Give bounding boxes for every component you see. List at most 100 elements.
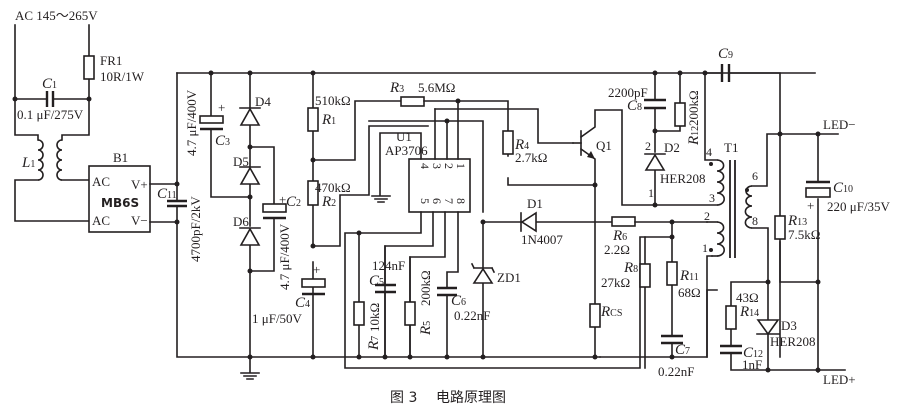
u1-pin3: 3 xyxy=(430,163,444,169)
d2-pin-a: 2 xyxy=(645,139,651,153)
c7-value: 0.22nF xyxy=(658,364,694,379)
snubber-network: 2200pF C8 200kΩ R12 2 D2 HER208 1 xyxy=(608,70,708,208)
r6-ref: R6 xyxy=(612,228,627,244)
led-minus-label: LED− xyxy=(823,117,856,132)
capacitor-c3 xyxy=(199,115,224,124)
c8-value: 2200pF xyxy=(608,85,648,100)
r7-ref: R7 xyxy=(366,336,382,351)
diode-d1: D1 1N4007 xyxy=(482,196,613,247)
u1-pin8: 8 xyxy=(454,198,468,204)
diode-d4: D4 xyxy=(239,94,271,126)
zd1-body xyxy=(472,267,494,284)
d5-body xyxy=(239,166,261,185)
c5-value: 124nF xyxy=(372,258,405,273)
junction xyxy=(382,354,388,360)
fuse-value: 10R/1W xyxy=(100,69,145,84)
resistor-r4-group: R4 2.7kΩ xyxy=(502,130,596,186)
resistor-r7 xyxy=(353,301,365,326)
u1-pin1: 1 xyxy=(454,163,468,169)
ground-to-pin1 xyxy=(599,289,718,358)
u1-pin7: 7 xyxy=(442,198,456,204)
bridge-pin-ac2: AC xyxy=(92,213,110,228)
caption-figure-number: 图 3 xyxy=(390,390,417,406)
junction xyxy=(815,279,821,285)
l1-out-left xyxy=(14,179,90,222)
resistor-r1 xyxy=(307,107,319,132)
c10-value: 220 μF/35V xyxy=(827,199,891,214)
capacitor-c7 xyxy=(661,334,683,345)
capacitor-c9 xyxy=(720,64,731,82)
t1-pin3: 3 xyxy=(709,191,715,205)
r8-value: 27kΩ xyxy=(601,275,630,290)
c11-value: 4700pF/2kV xyxy=(188,196,203,262)
capacitor-c10 xyxy=(805,187,831,198)
q1-ref: Q1 xyxy=(596,138,612,153)
r12-wire xyxy=(654,72,681,132)
c4-ref: C4 xyxy=(295,295,310,311)
l1-wire-right xyxy=(61,98,90,141)
figure-caption: 图 3 电路原理图 xyxy=(390,390,506,406)
c2-bottom-wire xyxy=(249,217,275,272)
bridge-part: MB6S xyxy=(101,196,139,210)
aux-winding-network: R6 2.2Ω R8 27kΩ R11 68Ω C7 0.22nF xyxy=(599,216,718,379)
u1-pin5: 5 xyxy=(418,198,432,204)
zd1-bar xyxy=(470,262,496,274)
t1-aux-winding xyxy=(716,221,725,257)
d4-body xyxy=(239,107,261,126)
r13-ref: R13 xyxy=(787,213,807,229)
r5-value: 200kΩ xyxy=(418,270,433,306)
c10-ref: C10 xyxy=(833,180,853,196)
junction xyxy=(592,354,598,360)
t1-dot-aux xyxy=(709,248,713,252)
d5-ref: D5 xyxy=(233,154,249,169)
ground-lines xyxy=(240,356,260,380)
diode-d3 xyxy=(756,319,780,336)
c1-ref: C1 xyxy=(42,76,57,92)
d6-body xyxy=(239,227,261,246)
r13-value: 7.5kΩ xyxy=(788,227,820,242)
r3-right-wire xyxy=(423,100,509,132)
junction xyxy=(407,354,413,360)
capacitor-c11: C11 4700pF/2kV xyxy=(157,186,203,262)
c4-polarity: + xyxy=(313,262,320,277)
zener-zd1: ZD1 xyxy=(470,262,521,285)
t1-secondary-winding xyxy=(744,185,753,229)
junction xyxy=(765,367,771,373)
c11-ref: C11 xyxy=(157,186,177,202)
junction xyxy=(652,128,658,134)
bridge-pin-ac1: AC xyxy=(92,174,110,189)
inductor-l1-winding-b xyxy=(56,139,63,181)
r4-value: 2.7kΩ xyxy=(515,150,547,165)
t1-pin8: 8 xyxy=(752,214,758,228)
u1-peripherals: 10kΩ R7 124nF C5 200kΩ R5 C6 0.22nF ZD1 xyxy=(353,219,521,360)
rcs-ref: RCS xyxy=(600,304,622,320)
r3-left-wire xyxy=(312,100,402,161)
t1-pin1: 1 xyxy=(702,241,708,255)
junction xyxy=(247,268,253,274)
r8-ref: R8 xyxy=(623,260,638,276)
t1-core xyxy=(729,160,736,258)
bridge-body xyxy=(88,165,151,233)
resistor-rcs xyxy=(589,303,601,328)
controller-u1: U1 AP3706 4 3 2 1 5 6 7 8 xyxy=(344,100,673,369)
d3-part: HER208 xyxy=(770,334,816,349)
u1-part: AP3706 xyxy=(385,143,428,158)
resistor-rcs-group: RCS xyxy=(589,303,622,360)
r11-value: 68Ω xyxy=(678,285,701,300)
resistor-r3 xyxy=(400,96,425,107)
startup-divider: 510kΩ R1 470kΩ R2 + C4 1 μF/50V xyxy=(252,70,429,360)
transformer-t1: 4 3 2 1 T1 6 8 xyxy=(654,72,781,283)
u1-ref: U1 xyxy=(396,129,412,144)
d4-ref: D4 xyxy=(255,94,271,109)
ac-input-section: AC 145～265V FR1 10R/1W C1 0.1 μF/275V L1 xyxy=(12,8,145,222)
q1-arrow xyxy=(587,151,595,159)
l1-wire-left xyxy=(14,98,39,141)
inductor-l1-winding-a xyxy=(37,139,44,181)
diode-d6: D6 xyxy=(233,214,261,246)
r3-ref: R3 xyxy=(389,80,404,96)
c12-value: 1nF xyxy=(742,357,762,372)
junction xyxy=(247,194,253,200)
bridge-ref: B1 xyxy=(113,150,128,165)
resistor-r5 xyxy=(404,301,416,326)
